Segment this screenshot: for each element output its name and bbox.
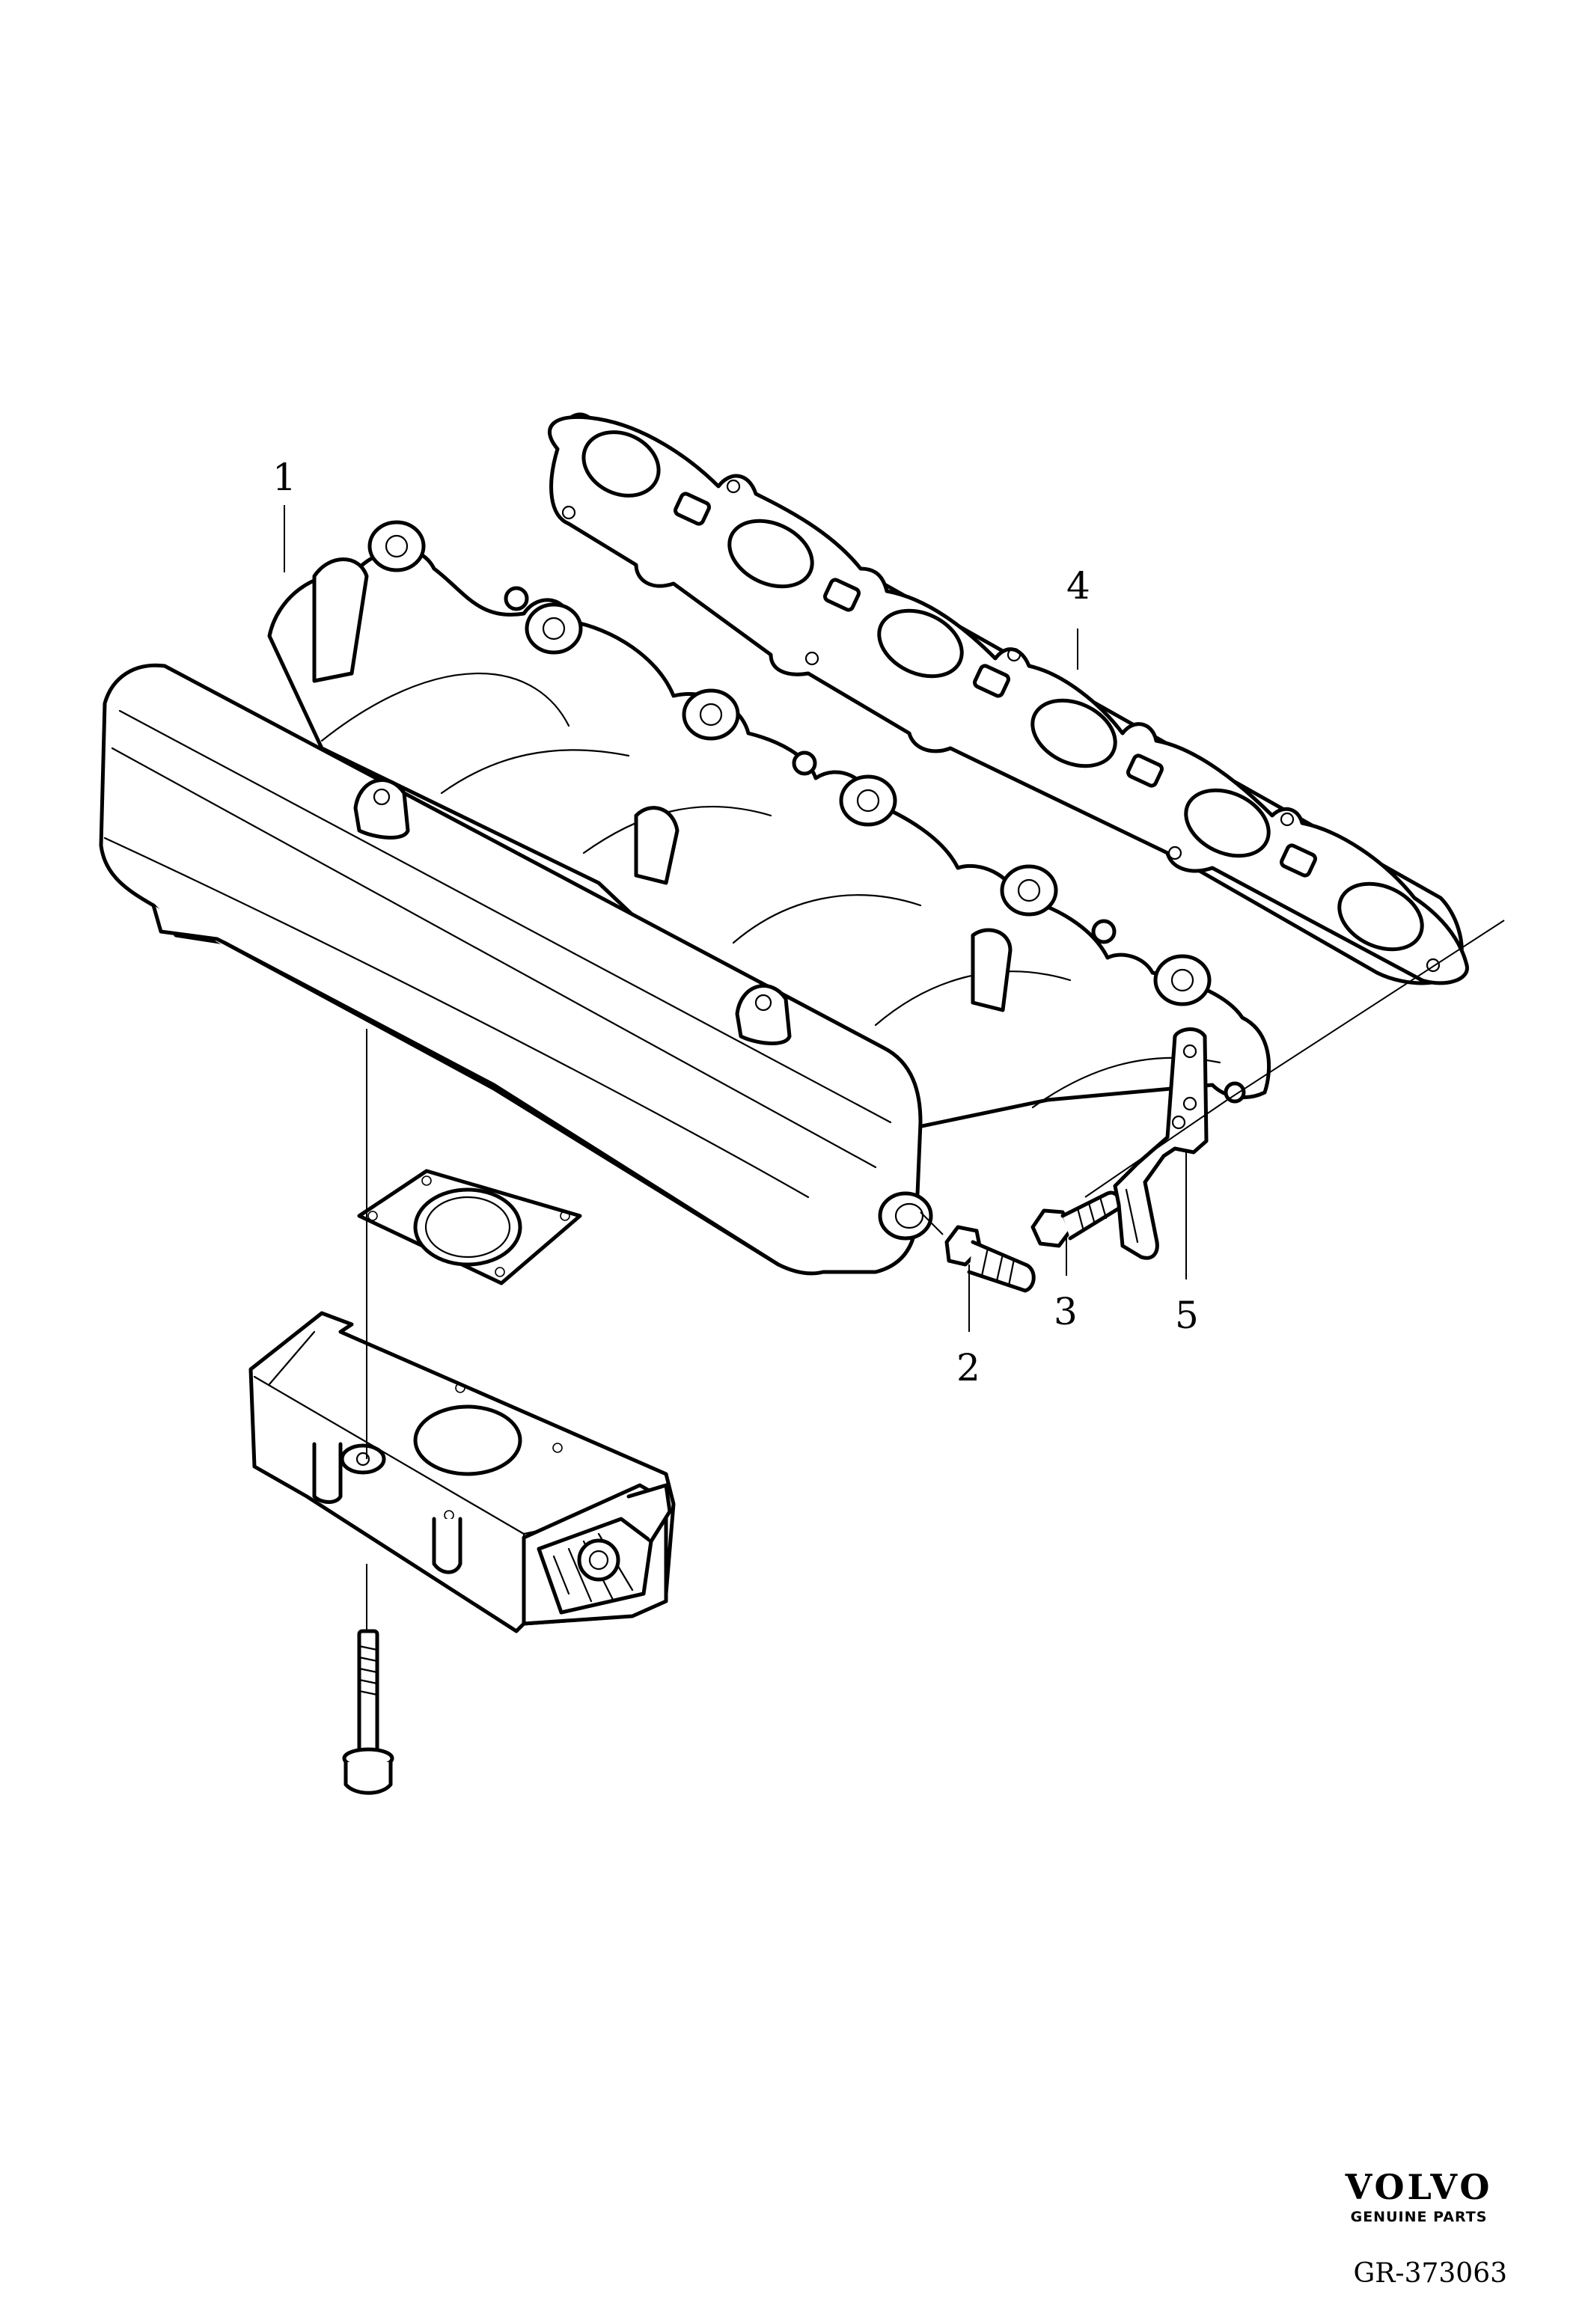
bolt-3[interactable] <box>1030 1190 1122 1248</box>
figure-reference: GR-373063 <box>1353 2258 1507 2289</box>
leader-lines <box>284 505 1505 1631</box>
brand-name: VOLVO <box>1345 2167 1493 2207</box>
throttle-bolt[interactable] <box>342 1629 394 1795</box>
callout-5: 5 <box>1175 1294 1199 1337</box>
callout-2: 2 <box>956 1346 980 1389</box>
callout-4: 4 <box>1066 564 1090 608</box>
throttle-housing[interactable] <box>248 1311 676 1633</box>
callouts: 1 2 3 4 5 <box>272 456 1199 1389</box>
bolt-2[interactable] <box>944 1225 1036 1293</box>
throttle-gasket[interactable] <box>357 1169 582 1285</box>
bracket-5[interactable] <box>1113 1027 1209 1260</box>
callout-3: 3 <box>1054 1290 1078 1333</box>
intake-manifold-1[interactable] <box>99 520 1271 1276</box>
volvo-logo: VOLVO GENUINE PARTS <box>1329 2170 1509 2225</box>
brand-subtitle: GENUINE PARTS <box>1350 2209 1488 2225</box>
gasket-4[interactable] <box>548 412 1469 985</box>
callout-1: 1 <box>272 456 296 499</box>
